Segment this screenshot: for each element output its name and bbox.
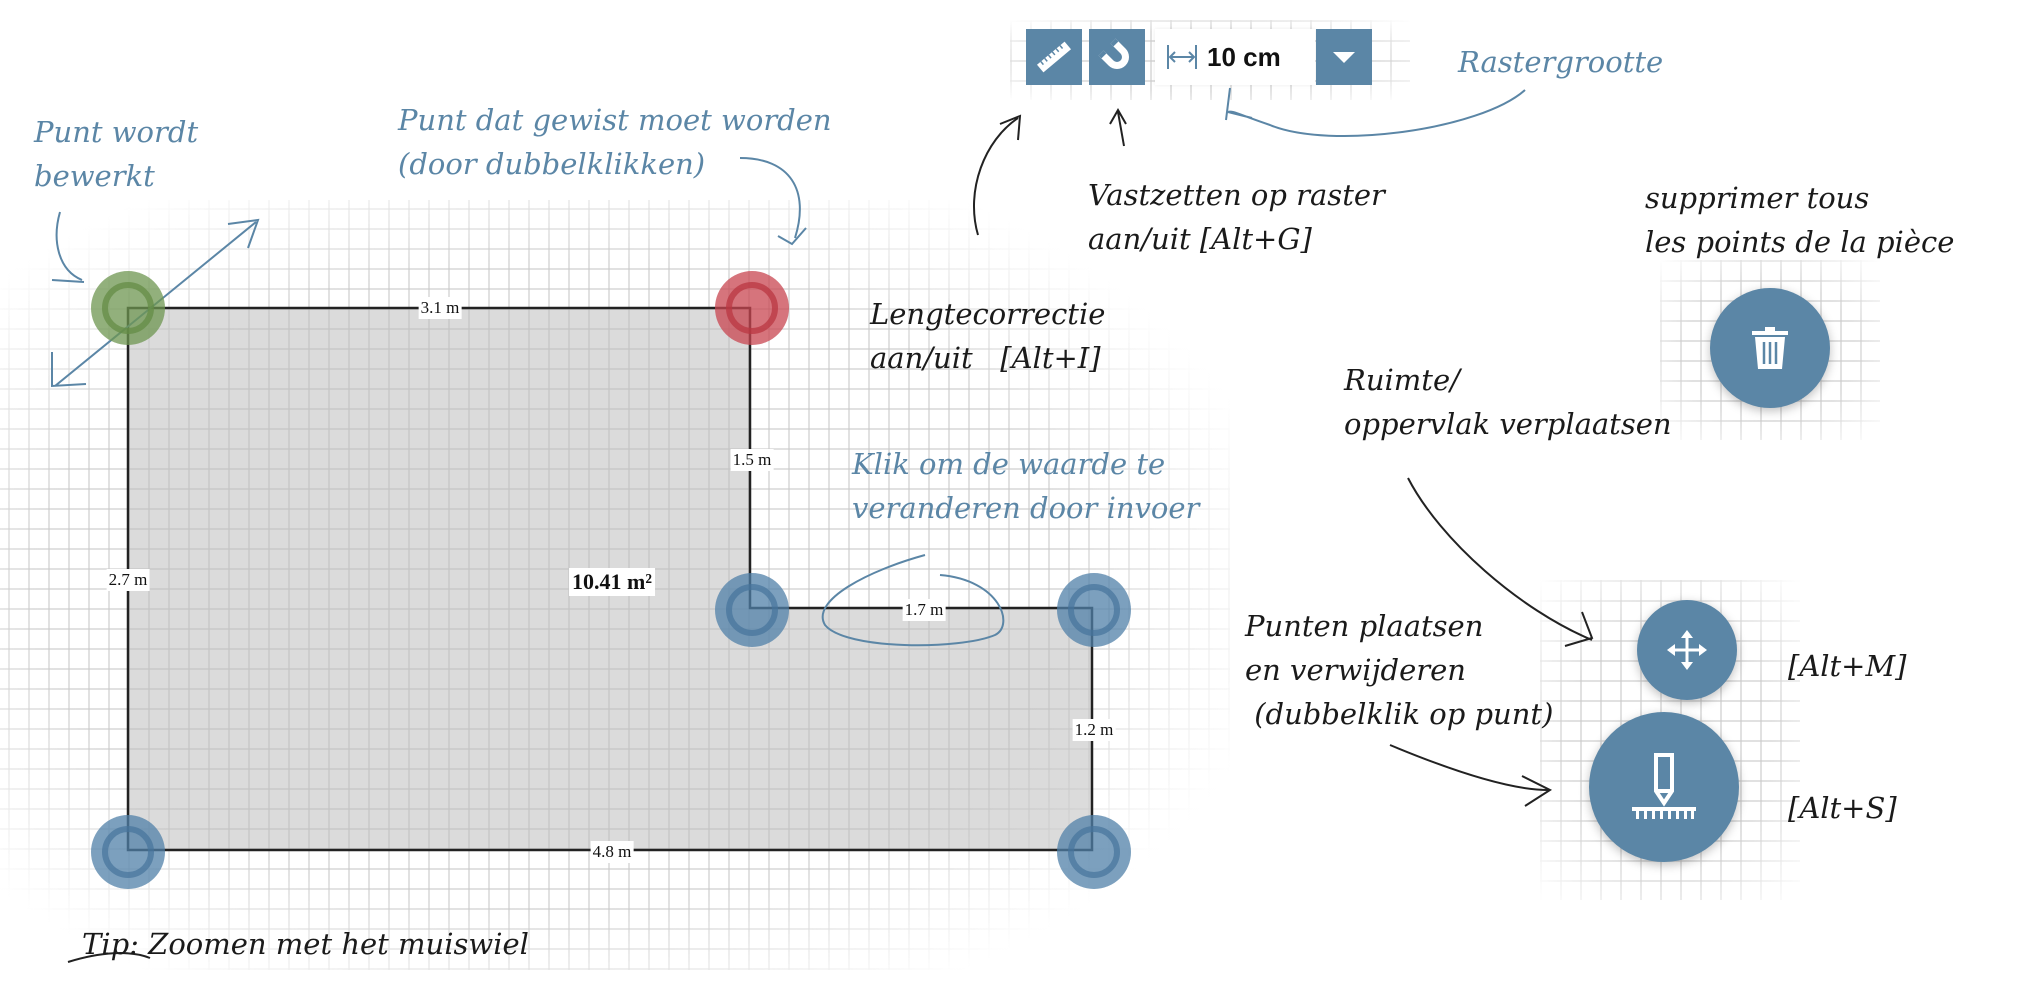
room-point[interactable] xyxy=(1057,815,1131,889)
annotation-move-room: Ruimte/ oppervlak verplaatsen xyxy=(1344,363,1672,441)
edge-label-inner-horizontal[interactable]: 1.7 m xyxy=(902,599,946,621)
pen-on-ruler-icon xyxy=(1632,753,1696,819)
edge-label-inner-vertical[interactable]: 1.5 m xyxy=(730,449,774,471)
grid-size-field[interactable]: 10 cm xyxy=(1155,29,1315,85)
annotation-point-edited: Punt wordt bewerkt xyxy=(34,115,199,193)
edge-label-top[interactable]: 3.1 m xyxy=(418,297,462,319)
annotation-click-value: Klik om de waarde te veranderen door inv… xyxy=(852,447,1200,525)
length-correction-button[interactable] xyxy=(1026,29,1082,85)
edge-label-bottom[interactable]: 4.8 m xyxy=(590,841,634,863)
room-point-editing[interactable] xyxy=(91,271,165,345)
width-arrows-icon xyxy=(1167,45,1197,69)
edge-label-right[interactable]: 1.2 m xyxy=(1072,719,1116,741)
room-point[interactable] xyxy=(91,815,165,889)
grid-size-value: 10 cm xyxy=(1207,41,1281,72)
place-points-button[interactable] xyxy=(1589,712,1739,862)
magnet-icon xyxy=(1098,38,1129,69)
trash-icon xyxy=(1752,327,1788,369)
edge-label-left[interactable]: 2.7 m xyxy=(106,569,150,591)
snap-to-grid-button[interactable] xyxy=(1089,29,1145,85)
annotation-length-correction: Lengtecorrectie aan/uit [Alt+I] xyxy=(870,297,1106,375)
move-arrows-icon xyxy=(1667,630,1707,670)
move-room-button[interactable] xyxy=(1637,600,1737,700)
annotation-arrow-magnet xyxy=(1109,107,1127,147)
annotation-place-points: Punten plaatsen en verwijderen (dubbelkl… xyxy=(1245,609,1554,731)
shortcut-move-label: [Alt+M] xyxy=(1788,649,1907,683)
room-point-to-delete[interactable] xyxy=(715,271,789,345)
shortcut-place-label: [Alt+S] xyxy=(1788,791,1897,825)
annotation-grid-size: Rastergrootte xyxy=(1458,45,1664,79)
annotation-arrow-place xyxy=(1389,744,1553,807)
room-point[interactable] xyxy=(1057,573,1131,647)
caret-down-icon xyxy=(1333,52,1355,63)
annotation-delete-all: supprimer tous les points de la pièce xyxy=(1645,181,1955,259)
tip-zoom: Tip: Zoomen met het muiswiel xyxy=(82,927,529,961)
grid-size-dropdown-button[interactable] xyxy=(1316,29,1372,85)
annotation-snap-grid: Vastzetten op raster aan/uit [Alt+G] xyxy=(1088,178,1385,256)
room-area-label: 10.41 m² xyxy=(569,568,655,596)
delete-all-points-button[interactable] xyxy=(1710,288,1830,408)
ruler-icon xyxy=(1036,41,1072,73)
room-point[interactable] xyxy=(715,573,789,647)
annotation-point-delete: Punt dat gewist moet worden (door dubbel… xyxy=(398,103,832,181)
